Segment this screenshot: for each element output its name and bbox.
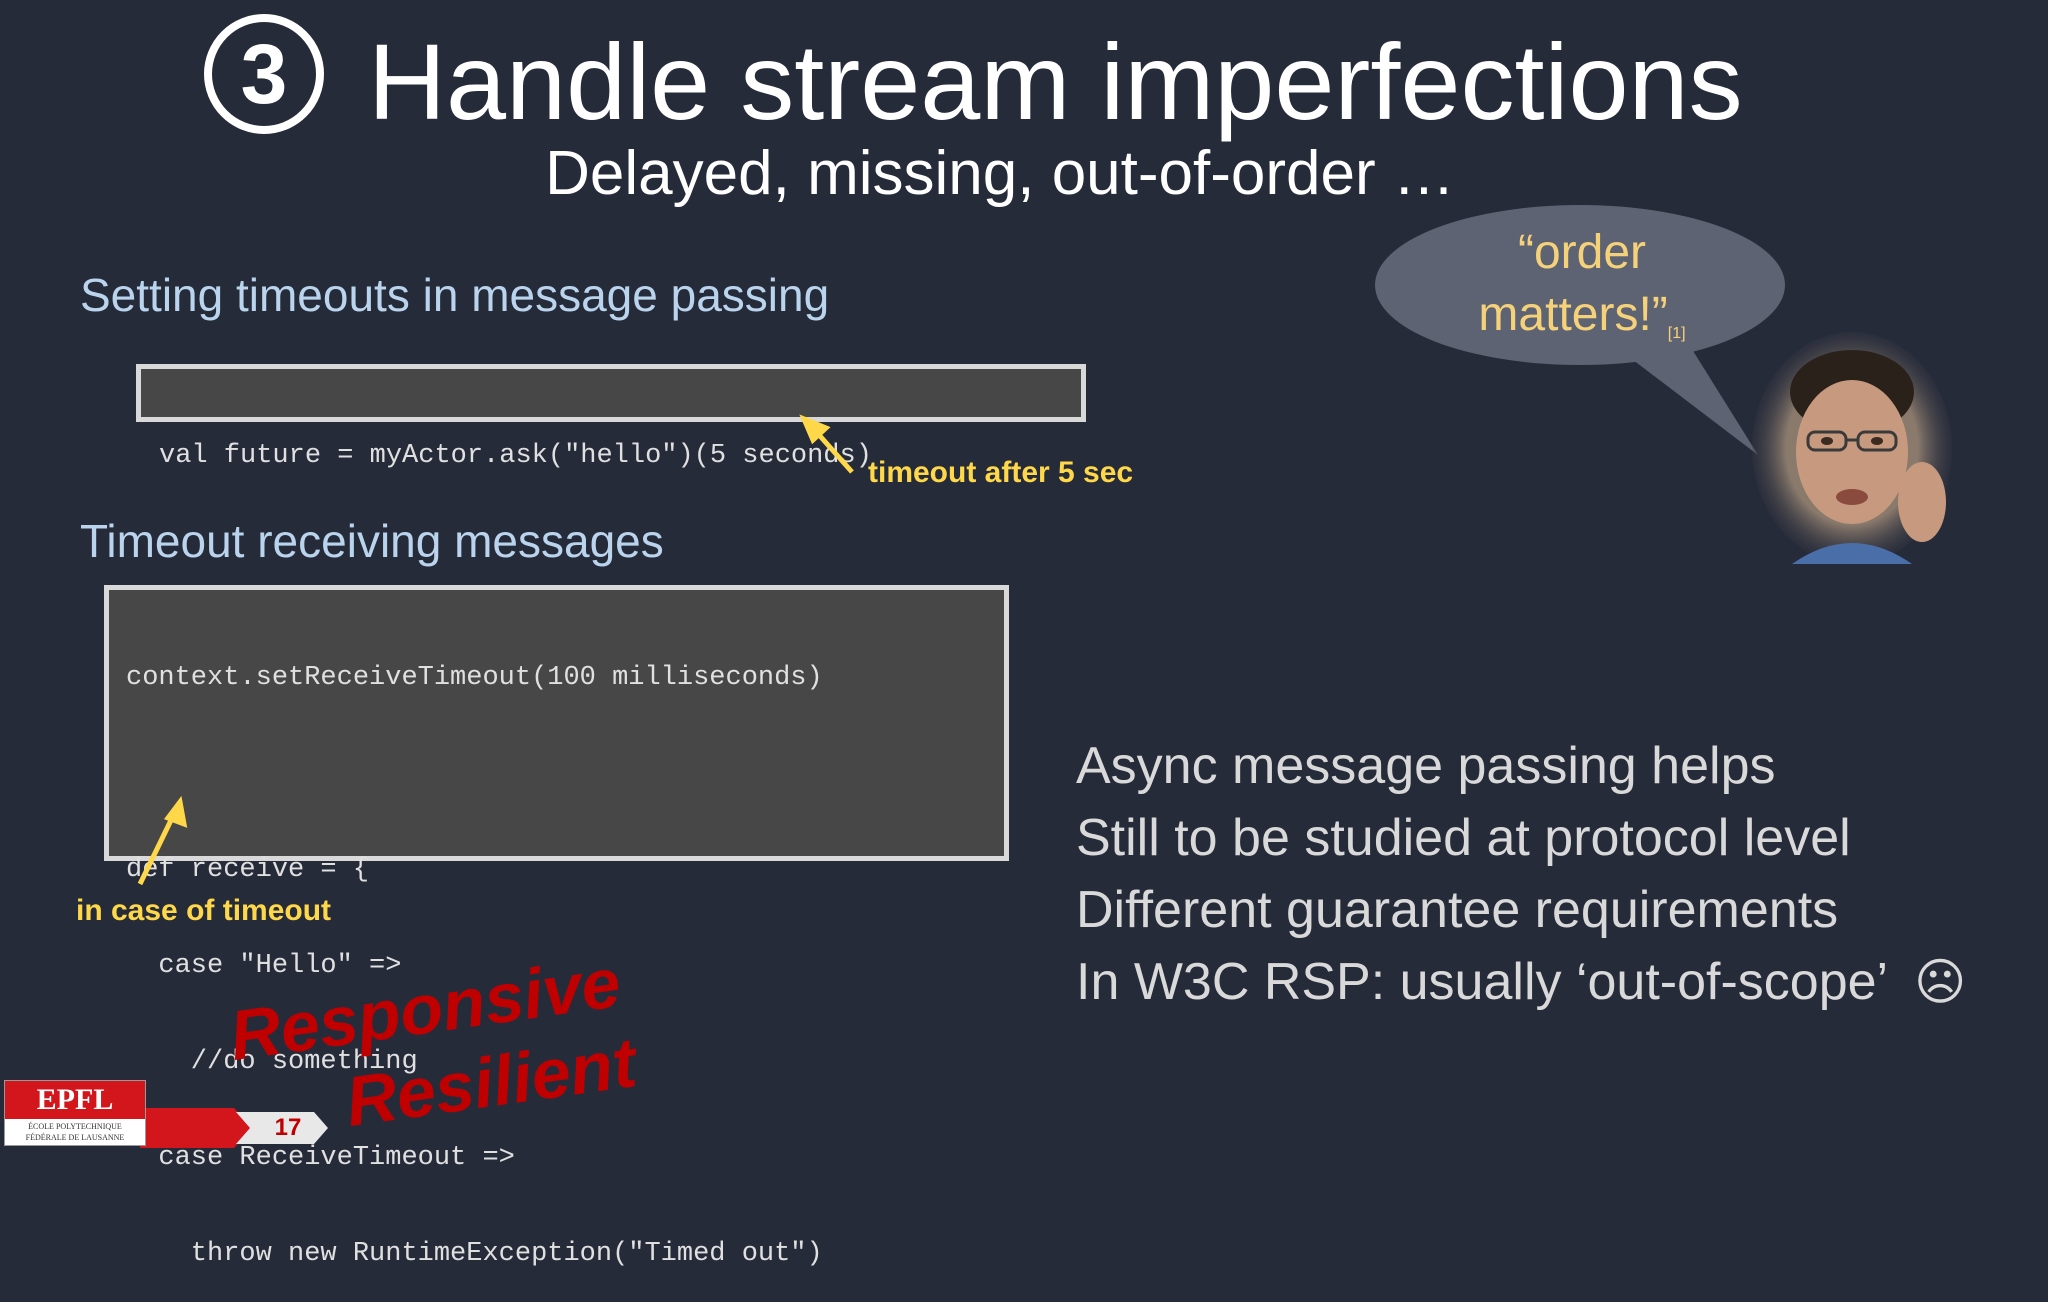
arrow-case-timeout [137,810,178,886]
code-line: val future = myActor.ask("hello")(5 seco… [159,441,872,471]
slide-subtitle: Delayed, missing, out-of-order … [545,139,1455,208]
list-item: Different guarantee requirements [1076,881,1839,939]
arrow-head [163,795,188,828]
annotation-timeout-after: timeout after 5 sec [868,456,1134,489]
speech-bubble [1375,205,1785,365]
section-heading-timeouts: Setting timeouts in message passing [80,269,830,321]
bullet-list: Async message passing helps Still to be … [1076,730,1966,1018]
quote-line-1: “order [1517,226,1647,279]
page-number: 17 [274,1114,302,1141]
code-line: case "Hello" => [126,951,402,981]
arrow-head [799,414,831,445]
list-item: Async message passing helps [1076,737,1776,795]
section-heading-receive-timeout: Timeout receiving messages [80,515,664,567]
code-line: throw new RuntimeException("Timed out") [126,1239,823,1269]
annotation-arrows [137,205,1785,886]
logo-subtext: ÉCOLE POLYTECHNIQUE FÉDÉRALE DE LAUSANNE [25,1122,125,1142]
quote-reference: [1] [1667,325,1686,342]
epfl-logo: EPFL ÉCOLE POLYTECHNIQUE FÉDÉRALE DE LAU… [4,1080,146,1146]
list-item: Still to be studied at protocol level [1076,809,1851,867]
title-number-badge: 3 [204,14,324,134]
code-line: context.setReceiveTimeout(100 millisecon… [126,663,823,693]
list-item: In W3C RSP: usually ‘out-of-scope’☹ [1076,953,1967,1011]
logo-wordmark: EPFL [5,1081,145,1119]
person-photo [1752,332,1952,564]
frown-icon: ☹ [1914,954,1967,1010]
speech-bubble-tail [1620,330,1758,455]
speech-bubble-text: “order matters!”[1] [1372,222,1792,365]
code-line: //do something [126,1047,418,1077]
annotation-in-case-of-timeout: in case of timeout [76,894,332,927]
code-block-ask: val future = myActor.ask("hello")(5 seco… [136,364,1086,471]
quote-line-2: matters!”[1] [1478,288,1686,342]
slide-title: Handle stream imperfections [368,21,1743,142]
footer-progress-arrows [140,1108,328,1148]
